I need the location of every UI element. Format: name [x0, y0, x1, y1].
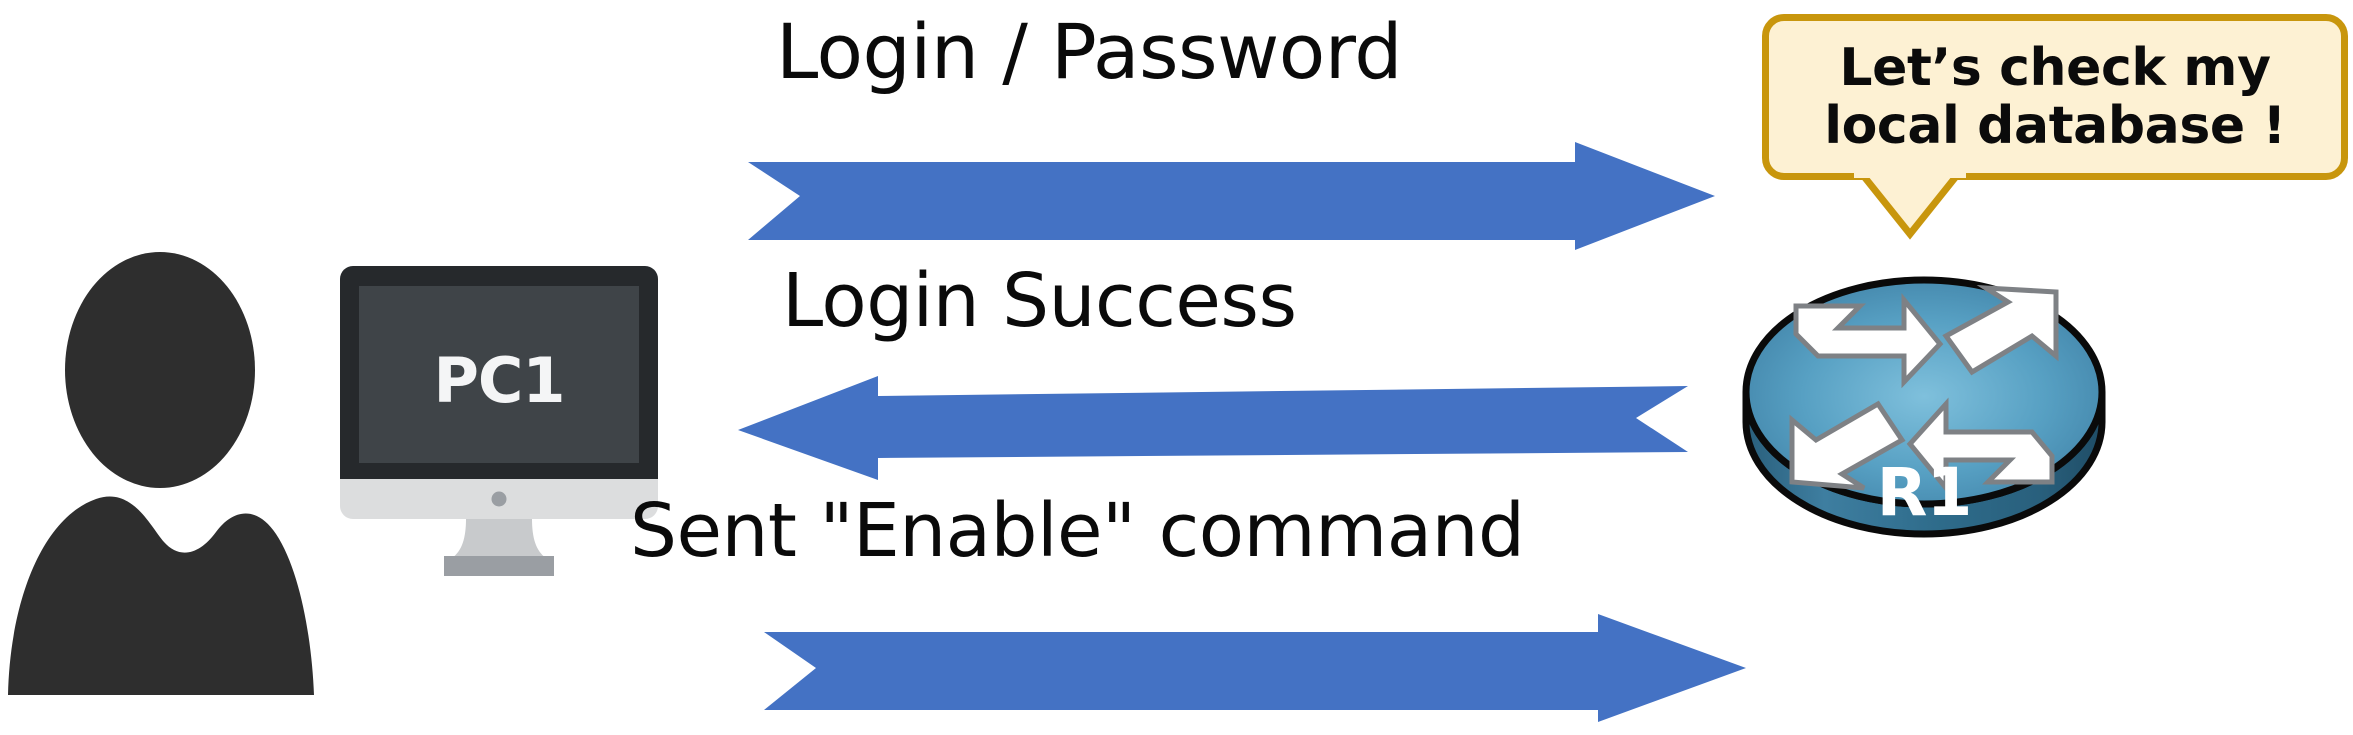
message-label-login-success: Login Success	[782, 258, 1297, 344]
person-silhouette-icon	[8, 252, 314, 695]
arrow-pc-to-router-enable-command	[764, 614, 1746, 722]
cisco-router-icon	[1742, 276, 2106, 538]
arrow-router-to-pc-login-success	[738, 376, 1688, 480]
desktop-monitor-icon	[340, 266, 658, 576]
callout-tail-icon	[1854, 168, 1966, 240]
message-label-login-password: Login / Password	[776, 7, 1402, 96]
message-label-enable-command: Sent "Enable" command	[630, 488, 1525, 574]
callout-line-2: local database !	[1824, 96, 2286, 156]
arrow-pc-to-router-login-password	[748, 142, 1715, 250]
callout-text: Let’s check my local database !	[1808, 39, 2302, 155]
callout-speech-bubble: Let’s check my local database !	[1762, 14, 2348, 180]
callout-line-1: Let’s check my	[1839, 37, 2271, 98]
